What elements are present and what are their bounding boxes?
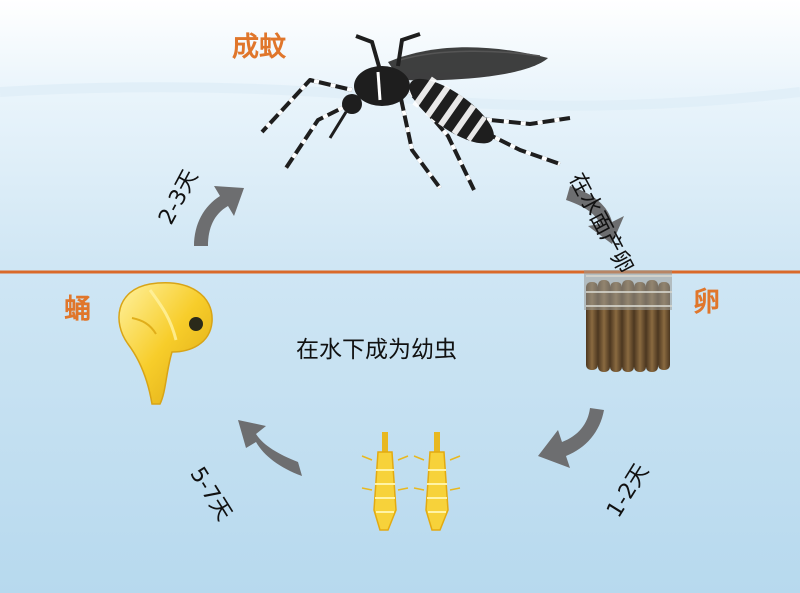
egg-raft-icon [584, 270, 672, 372]
label-larva-stage: 在水下成为幼虫 [296, 337, 457, 363]
larva-icon [361, 432, 461, 531]
label-adult: 成蚊 [232, 32, 286, 63]
mosquito-icon [260, 32, 571, 191]
label-egg: 卵 [693, 287, 720, 318]
pupa-icon [118, 282, 213, 405]
label-pupa: 蛹 [64, 294, 91, 325]
arrow-icon [194, 186, 624, 476]
